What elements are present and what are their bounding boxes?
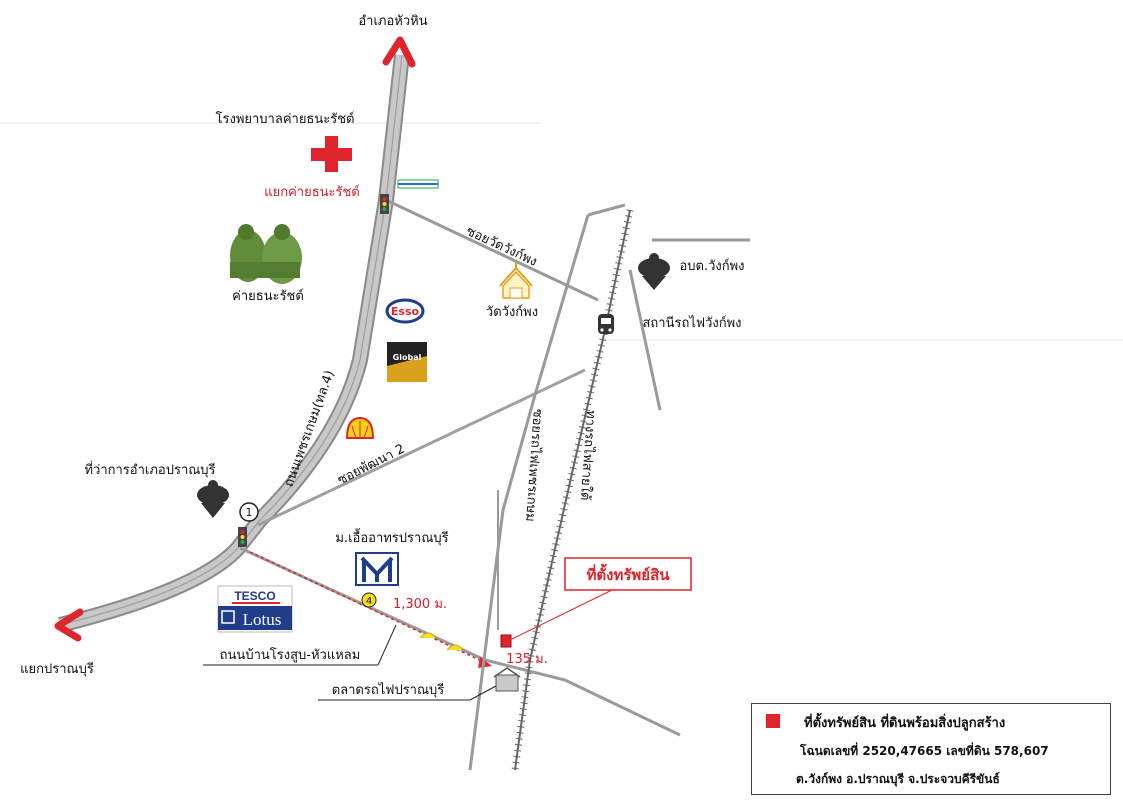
route-marker-4: [361, 592, 377, 608]
route-dotted: [249, 551, 489, 665]
wat-road-label: ซอยวัดวังก์พง: [464, 223, 540, 270]
train-icon: [598, 314, 614, 334]
road-soi-pattana: [257, 368, 586, 527]
svg-text:Lotus: Lotus: [243, 610, 282, 629]
road-marker-icon: [419, 632, 437, 639]
hospital-cross-icon: [308, 133, 354, 175]
distance-2-label: 135 ม.: [506, 652, 548, 667]
railway-label: ทางรถไฟสายใต้: [577, 410, 599, 501]
road-marker-icon: [446, 644, 464, 651]
market-pointer: [469, 685, 497, 701]
esso-logo: Esso: [385, 298, 425, 324]
road-east-2: [628, 269, 662, 411]
university-label: ม.เอื้ออาทรปราณบุรี: [335, 528, 448, 546]
camp-junction-label: แยกค่ายธนะรัชต์: [264, 184, 360, 200]
road-south-label: ถนนบ้านโรงสูบ-หัวแหลม: [220, 647, 361, 663]
local-road-label: ซอยรถไฟเพชรเกษม: [522, 408, 546, 522]
legend-swatch: [766, 714, 780, 728]
road-local-top: [587, 203, 626, 217]
hospital-label: โรงพยาบาลค่ายธนะรัชต์: [216, 111, 355, 127]
arrow-west-icon: [54, 608, 84, 642]
road-soi-wat: [385, 198, 599, 302]
road-south-pointer: [377, 624, 397, 666]
soi-pattana-label: ซอยพัฒนา 2: [335, 442, 407, 489]
route-marker-4-label: 4: [366, 596, 372, 607]
legend-line-3: ต.วังก์พง อ.ปราณบุรี จ.ประจวบคีรีขันธ์: [796, 772, 1000, 786]
global-house-logo: Global: [387, 342, 427, 382]
tesco-lotus-logo: TESCO Lotus: [217, 585, 293, 633]
north-destination-label: อำเภอหัวหิน: [358, 14, 427, 29]
soldiers-icon: [226, 222, 308, 284]
arrow-north-icon: [382, 36, 416, 68]
west-destination-label: แยกปราณบุรี: [20, 661, 94, 677]
garuda-icon: [197, 480, 229, 518]
route-marker-1-label: 1: [246, 506, 253, 519]
svg-text:Global: Global: [393, 353, 422, 362]
market-label: ตลาดรถไฟปราณบุรี: [332, 682, 445, 698]
legend-box: ที่ตั้งทรัพย์สิน ที่ดินพร้อมสิ่งปลูกสร้า…: [751, 703, 1111, 795]
property-callout-label: ที่ตั้งทรัพย์สิน: [587, 563, 671, 584]
garuda-icon: [638, 253, 670, 290]
road-local: [468, 214, 590, 771]
wat-label: วัดวังก์พง: [486, 304, 538, 320]
station-label: สถานีรถไฟวังก์พง: [642, 315, 741, 331]
highway-phetkasem: [58, 54, 410, 633]
traffic-light-icon: [380, 194, 389, 214]
market-icon: [493, 667, 521, 692]
temple-icon: [499, 262, 533, 299]
railway: [511, 209, 634, 771]
traffic-light-icon: [238, 527, 247, 547]
university-logo: [355, 552, 399, 586]
distance-1-label: 1,300 ม.: [393, 597, 447, 612]
road-south: [239, 546, 681, 737]
district-office-label: ที่ว่าการอำเภอปราณบุรี: [84, 461, 215, 478]
subdistrict-office-label: อบต.วังก์พง: [679, 258, 744, 274]
shell-logo: [345, 416, 375, 439]
property-marker: [500, 634, 512, 648]
legend-line-2: โฉนดเลขที่ 2520,47665 เลขที่ดิน 578,607: [800, 744, 1049, 758]
junction-sign-icon: [397, 179, 439, 189]
property-callout-box: [564, 557, 692, 591]
camp-label: ค่ายธนะรัชต์: [232, 288, 304, 304]
svg-text:Esso: Esso: [391, 305, 420, 318]
property-callout-line: [509, 589, 613, 641]
svg-text:TESCO: TESCO: [234, 589, 275, 603]
legend-line-1: ที่ตั้งทรัพย์สิน ที่ดินพร้อมสิ่งปลูกสร้า…: [804, 716, 1006, 731]
route-marker-1: [239, 502, 259, 522]
